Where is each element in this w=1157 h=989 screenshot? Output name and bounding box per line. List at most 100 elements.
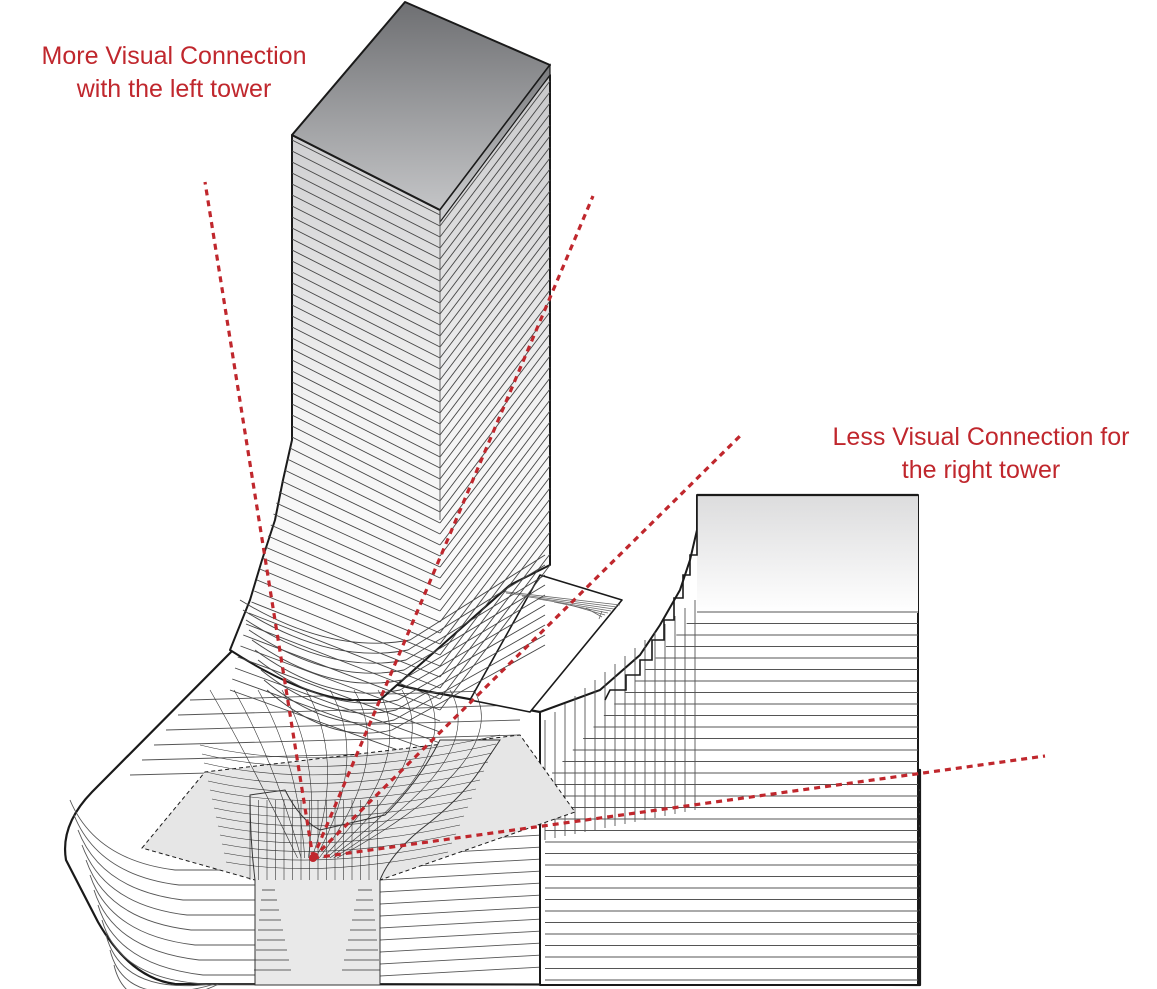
tower-floor-left-face — [281, 480, 441, 557]
tower-floor-right-face — [439, 245, 551, 392]
stepped-block-line — [598, 610, 603, 620]
podium-floor-curve — [81, 844, 260, 916]
tower-floor-left-face — [273, 513, 441, 590]
sightline-right-tower-lower — [312, 754, 1046, 860]
tower-floor-left-face — [291, 205, 441, 282]
tower-floor-right-face — [439, 509, 551, 656]
courtyard-steps — [254, 889, 380, 971]
podium-floor-curve — [101, 919, 260, 985]
tower-floor-left-face — [262, 557, 441, 634]
sightline-right-tower-upper — [311, 431, 745, 860]
tower-floor-left-face — [284, 469, 441, 546]
tower-floor-right-face — [439, 399, 551, 546]
tower-floor-right-face — [439, 454, 551, 601]
tower-floor-left-face — [270, 524, 441, 601]
tower-floor-left-face — [291, 348, 441, 425]
courtyard-grid-curve — [217, 815, 465, 835]
tower-floor-left-face — [243, 634, 441, 711]
podium-floor-curve — [105, 934, 260, 987]
stepped-block-lines — [489, 589, 621, 620]
podium-floor-curve — [109, 949, 260, 989]
stepped-block-line — [505, 592, 618, 608]
tower-floor-left-face — [291, 183, 441, 260]
stepped-block-line — [489, 589, 621, 606]
tower-floor-left-face — [291, 370, 441, 447]
right-tower-stepped-edge — [604, 495, 698, 701]
tower-floor-right-face — [439, 377, 551, 524]
tower-floor-right-face — [439, 212, 551, 359]
tower-floor-left-face — [240, 645, 441, 722]
podium-floor-curve — [77, 829, 260, 901]
sightline-left-tower-upper — [203, 181, 315, 859]
tower-floor-curved — [239, 554, 546, 644]
tower-floor-right-face — [439, 234, 551, 381]
podium-floor-curve — [69, 799, 260, 871]
tower-floor-curved — [266, 644, 546, 734]
courtyard-grid-curve — [207, 770, 485, 793]
sightline-left-tower-right — [311, 195, 595, 859]
courtyard-grid-radial — [333, 689, 459, 859]
tower-floor-left-face — [291, 282, 441, 359]
courtyard-grid-curve — [199, 734, 501, 759]
tower-floor-left-face — [291, 293, 441, 370]
tower-floor-right-face — [439, 322, 551, 469]
tower-floor-left-face — [291, 172, 441, 249]
tower-floor-left-face — [291, 139, 441, 216]
tower-floor-left-face — [267, 535, 441, 612]
annotation-right-line2: the right tower — [901, 456, 1061, 484]
podium-floor-curve — [93, 889, 260, 961]
annotation-right-tower: Less Visual Connection for the right tow… — [806, 421, 1156, 487]
tower-floor-right-face — [439, 465, 551, 612]
sightlines — [203, 181, 1046, 862]
stepped-block-line — [537, 598, 612, 612]
podium-upper-floor — [165, 719, 521, 731]
tower-floor-left-face — [276, 502, 441, 579]
tower-floor-right-face — [439, 267, 551, 414]
courtyard-plaza — [141, 689, 576, 986]
tower-floor-right-face — [439, 311, 551, 458]
tower-floor-right-face — [439, 366, 551, 513]
tower-floor-right-face — [439, 168, 551, 315]
tower-floor-curved — [251, 594, 546, 684]
right-tower-roof — [697, 495, 918, 613]
courtyard-grid-radial — [315, 689, 348, 859]
tower-floor-right-face — [439, 102, 551, 249]
annotation-right-line1: Less Visual Connection for — [832, 423, 1130, 451]
podium-floor-curve — [89, 874, 260, 946]
courtyard-grid-curve — [225, 851, 449, 869]
courtyard-grid-lines — [199, 689, 501, 880]
tower-floor-right-face — [439, 520, 551, 667]
annotation-left-line2: with the left tower — [76, 75, 272, 103]
courtyard-grid-radial — [322, 689, 391, 859]
tower-floor-left-face — [291, 403, 441, 480]
stepped-block-line — [569, 604, 606, 616]
tower-floor-right-face — [439, 443, 551, 590]
tower-floor-curved — [260, 624, 546, 714]
annotation-left-line1: More Visual Connection — [41, 42, 307, 70]
annotation-left-tower: More Visual Connection with the left tow… — [18, 40, 330, 106]
tower-floor-left-face — [256, 579, 441, 656]
courtyard-grid-curve — [215, 806, 469, 827]
podium-floor-curve — [85, 859, 260, 931]
courtyard-grid-radial — [257, 689, 306, 859]
podium-floor-curve — [113, 964, 260, 989]
left-tower-floor-lines — [229, 80, 551, 766]
courtyard-grid-curve — [203, 752, 493, 776]
podium-upper-floor — [153, 734, 521, 746]
tower-floor-right-face — [439, 388, 551, 535]
stepped-block-line — [553, 601, 609, 614]
tower-floor-right-face — [439, 256, 551, 403]
tower-floor-right-face — [439, 146, 551, 293]
courtyard-grid-radial — [337, 689, 482, 859]
tower-floor-left-face — [291, 227, 441, 304]
tower-floor-right-face — [439, 201, 551, 348]
podium-floor-curve — [97, 904, 260, 976]
tower-floor-right-face — [439, 190, 551, 337]
tower-floor-left-face — [291, 392, 441, 469]
tower-floor-right-face — [439, 421, 551, 568]
tower-floor-curved — [248, 584, 546, 674]
tower-floor-left-face — [291, 414, 441, 491]
tower-floor-left-face — [291, 326, 441, 403]
tower-floor-right-face — [439, 333, 551, 480]
